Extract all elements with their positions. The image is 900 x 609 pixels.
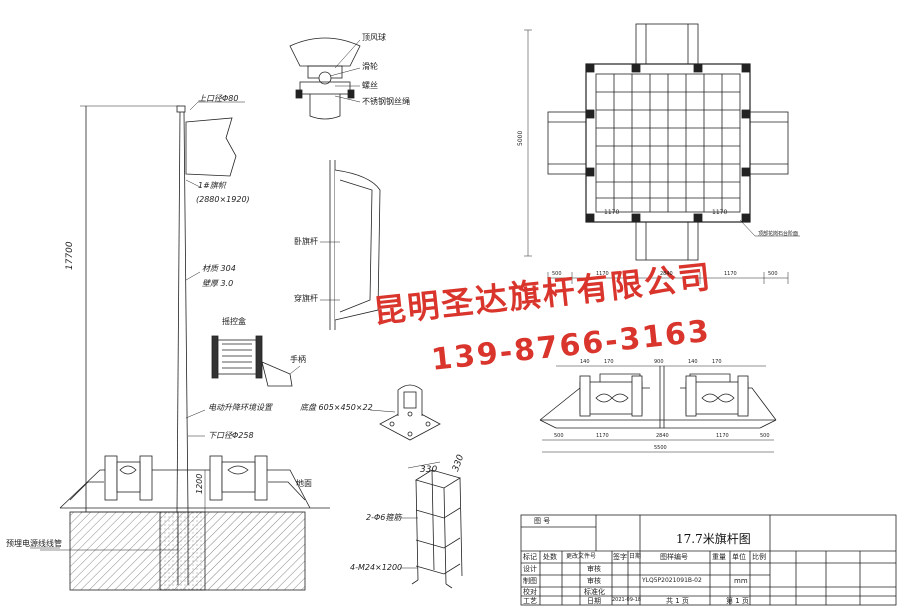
tb-row-date-value: 2021-09-18 (612, 597, 642, 603)
tb-row-date-label: 日期 (587, 597, 601, 605)
section-top-dim-1: 170 (604, 359, 614, 365)
flag-detail (320, 160, 381, 330)
flag-label: 1#旗帜 (198, 181, 226, 190)
horizontal-rod-label: 卧旗杆 (294, 237, 318, 246)
tb-header-4: 日期 (629, 553, 642, 560)
top-ball-label: 顶风球 (362, 33, 386, 42)
tb-header-6: 重量 (712, 553, 726, 561)
tb-header-7: 单位 (732, 553, 746, 561)
screw-label: 螺丝 (362, 81, 378, 90)
tb-header-5: 图样编号 (660, 553, 688, 561)
wire-rope-label: 不锈钢钢丝绳 (362, 97, 410, 106)
conduit-label: 预埋电源线线管 (6, 539, 62, 548)
base-plate-label: 底盘 605×450×22 (300, 403, 373, 412)
pole-elevation (30, 101, 330, 591)
section-top-dim-4: 170 (712, 359, 722, 365)
drawing-number-label: 图 号 (534, 517, 551, 525)
plan-side-dim: 5000 (517, 130, 524, 146)
top-detail (289, 37, 361, 120)
material-label: 材质 304 (202, 264, 236, 273)
tb-row-craft: 工艺 (523, 597, 537, 605)
plan-dim-0: 500 (552, 271, 562, 277)
section-top-dim-0: 140 (580, 359, 590, 365)
tb-header-1: 处数 (543, 553, 557, 561)
motor-label: 电动升降环境设置 (208, 403, 272, 412)
tb-header-8: 比例 (752, 553, 766, 561)
flag-size-label: (2880×1920) (196, 195, 250, 204)
tb-header-3: 签字 (613, 553, 627, 561)
winch-detail (211, 335, 301, 387)
section-bottom-dim-0: 500 (554, 433, 564, 439)
tb-row-standard: 标准化 (584, 588, 605, 596)
tb-total-sheets: 共 1 页 (666, 597, 689, 605)
ground-label: 地面 (296, 479, 312, 488)
plan-callout: 顶部花岗石台阶面 (758, 231, 799, 237)
plan-view (524, 23, 800, 284)
tb-drawing-no: YLQ5P2021091B-02 (642, 577, 702, 584)
bolts-label: 4-M24×1200 (350, 563, 403, 572)
tb-unit: mm (734, 577, 748, 585)
plan-dim-1: 1170 (596, 271, 609, 277)
title-block (520, 514, 897, 606)
section-bottom-dim-2: 2840 (656, 433, 669, 439)
plan-inner-dim-right: 1170 (712, 209, 728, 216)
tb-row-design: 设计 (523, 565, 537, 573)
plan-dim-4: 500 (768, 271, 778, 277)
section-bottom-dim-1: 1170 (596, 433, 609, 439)
cage-dim-a: 330 (420, 465, 438, 475)
base-dimension: 1200 (195, 473, 204, 494)
section-view (539, 365, 777, 453)
handle-label: 手柄 (290, 355, 306, 364)
tb-sheet: 第 1 页 (726, 597, 749, 605)
tb-row-draw-review: 审核 (587, 577, 601, 585)
thickness-label: 壁厚 3.0 (202, 279, 234, 288)
section-bottom-dim-3: 1170 (716, 433, 729, 439)
winch-title: 摇控盒 (222, 317, 246, 326)
top-diameter-label: 上口径Φ80 (198, 94, 239, 103)
tb-row-draw: 制图 (523, 577, 537, 585)
plan-dim-2: 2840 (660, 271, 673, 277)
section-total-dim: 5500 (654, 445, 667, 451)
pole-height-dimension: 17700 (65, 241, 75, 270)
rebar-label: 2-Φ6箍筋 (366, 513, 402, 522)
tb-row-check: 校对 (523, 588, 537, 596)
section-top-dim-3: 140 (688, 359, 698, 365)
pulley-label: 滑轮 (362, 62, 378, 71)
tb-header-2: 更改文件号 (566, 553, 597, 560)
threading-rod-label: 穿旗杆 (294, 294, 318, 303)
bottom-diameter-label: 下口径Φ258 (208, 431, 254, 440)
section-top-dim-2: 900 (654, 359, 664, 365)
anchor-cage (400, 461, 463, 589)
plan-inner-dim-left: 1170 (604, 209, 620, 216)
base-plate-detail (369, 384, 441, 441)
plan-dim-3: 1170 (724, 271, 737, 277)
tb-header-0: 标记 (523, 553, 537, 561)
tb-row-design-review: 审核 (587, 565, 601, 573)
drawing-title: 17.7米旗杆图 (676, 532, 751, 546)
section-bottom-dim-4: 500 (760, 433, 770, 439)
